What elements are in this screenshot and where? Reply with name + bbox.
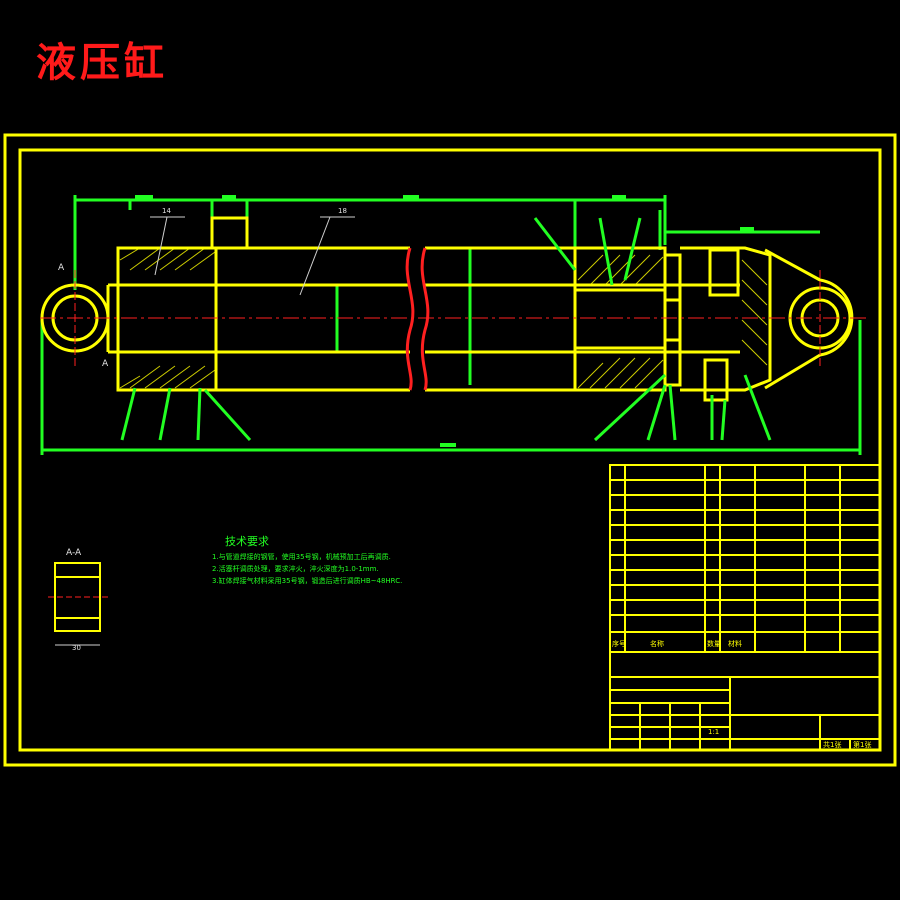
outer-frame (3, 133, 897, 767)
tech-req-line-1: 1.与管道焊接的钢管，使用35号钢，机械预加工后再调质. (212, 552, 391, 561)
part-14-label: 14 (162, 207, 171, 215)
tech-req-line-3: 3.缸体焊接气材料采用35号钢，锻造后进行调质HB~48HRC. (212, 576, 402, 585)
cylinder-body (116, 216, 772, 402)
svg-text:名称: 名称 (650, 639, 664, 648)
section-mark-bottom: A (102, 359, 109, 369)
piston-rod (106, 283, 740, 354)
section-view-title: A-A (66, 548, 82, 558)
svg-text:序号: 序号 (612, 639, 626, 648)
sheet-number: 第1张 (853, 740, 871, 749)
tech-req-heading: 技术要求 (225, 535, 269, 548)
scale-value: 1:1 (708, 728, 719, 736)
dimension-values (135, 195, 754, 447)
hatching (119, 247, 768, 389)
section-mark-top: A (58, 263, 65, 273)
clevis (764, 248, 854, 390)
part-callouts (150, 216, 355, 296)
sheet-count: 共1张 (823, 740, 841, 749)
title-block-headers: 序号 名称 数量 材料 (612, 639, 742, 648)
break-lines (405, 247, 430, 391)
section-view: A-A 30 (48, 548, 108, 652)
section-dim: 30 (72, 644, 81, 652)
svg-text:材料: 材料 (728, 639, 742, 648)
inner-frame (18, 148, 882, 752)
drawing-title: 液压缸 (36, 39, 168, 86)
title-block (609, 464, 881, 751)
svg-text:数量: 数量 (707, 639, 721, 648)
part-18-label: 18 (338, 207, 347, 215)
leader-lines (120, 217, 772, 442)
tech-req-line-2: 2.活塞杆调质处理，要求淬火，淬火深度为1.0-1mm. (212, 564, 379, 573)
